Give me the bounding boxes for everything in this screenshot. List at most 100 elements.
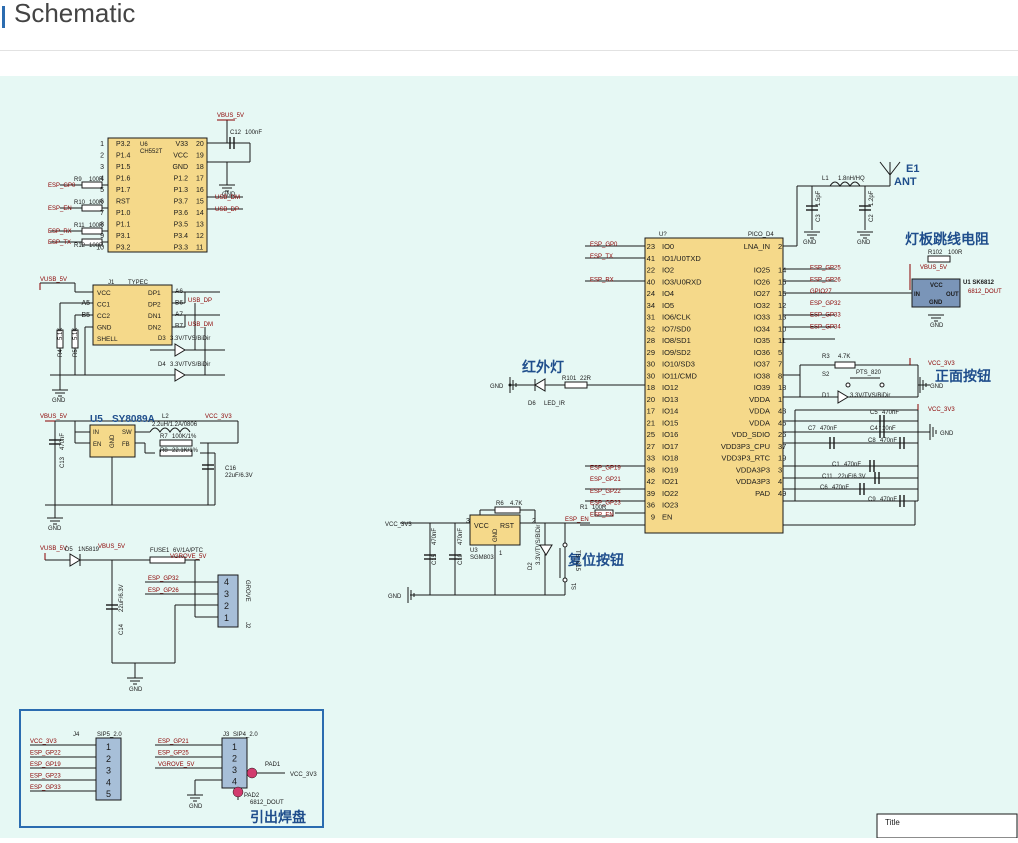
r9 — [81, 181, 103, 189]
r10-val: 100R — [89, 200, 104, 206]
u7-pin-num: 23 — [647, 242, 655, 251]
u1-vcc: VCC — [930, 283, 943, 289]
r3-ref: R3 — [822, 354, 830, 360]
schematic-drawing: VBUS_5VU6CH552T1P3.22P1.43P1.54P1.65P1.7… — [19, 113, 1018, 839]
net-vusb-5v: VUSB_5V — [40, 277, 67, 283]
title-block-label: Title — [885, 818, 900, 827]
u7-pin-num: 46 — [778, 418, 786, 427]
page-header: Schematic — [0, 0, 1018, 51]
r1 — [594, 509, 614, 517]
j3-pin: 2 — [232, 754, 237, 764]
j2-pin: 1 — [224, 613, 229, 623]
r102-val: 100R — [948, 250, 963, 256]
pads-circles — [232, 383, 512, 798]
j4-ref: J4 — [73, 732, 80, 738]
u6-pin-name: P1.5 — [116, 164, 131, 171]
u7-pin-name: IO16 — [662, 430, 678, 439]
u7-pin-name: IO12 — [662, 383, 678, 392]
u7-pin-name: VDDA — [749, 395, 770, 404]
j4-part: SIP5_2.0 — [97, 732, 122, 738]
u7-pin-num: 43 — [778, 407, 786, 416]
u3-pin2: 2 — [532, 518, 536, 525]
cap-val: 470nF — [820, 426, 837, 432]
u6-pin-num: 8 — [100, 222, 104, 229]
d5-val: 1N5819 — [78, 547, 100, 553]
r9-val: 100R — [89, 177, 104, 183]
s1-ref: S1 — [572, 582, 578, 590]
u7-pin-num: 13 — [778, 313, 786, 322]
net-usb-dm: USB_DM — [188, 322, 213, 328]
u7-pin-num: 32 — [647, 324, 655, 333]
fuse1-val: 6V/1A/PTC — [173, 548, 204, 554]
j1-inner-left: GND — [97, 325, 112, 332]
ground-symbol — [804, 231, 820, 239]
ground-symbol — [407, 587, 415, 603]
net-esp-gp26: ESP_GP26 — [148, 588, 179, 594]
r102 — [927, 255, 951, 263]
r101-ref: R101 — [562, 376, 577, 382]
c2-val: 1.2pF — [869, 190, 875, 206]
u7-pin-name: IO3/U0RXD — [662, 277, 702, 286]
cap-val: 470nF — [880, 438, 897, 444]
net-usb-dp: USB_DP — [215, 207, 239, 213]
net-vcc-3v3: VCC_3V3 — [290, 772, 317, 778]
j1-pin-right: A6 — [175, 288, 183, 295]
u7-pin-name: IO34 — [754, 324, 770, 333]
j1-pin-right: B7 — [175, 323, 183, 330]
grove-label: GROVE — [244, 580, 250, 602]
pad1-label: PAD1 — [265, 762, 281, 768]
gnd-label: GND — [48, 526, 62, 532]
u7-pin-num: 9 — [651, 512, 655, 521]
u6-pin-num: 19 — [196, 153, 204, 160]
u6-pin-name: P1.1 — [116, 222, 131, 229]
r10-ref: R10 — [74, 200, 86, 206]
l2-coil — [149, 427, 191, 433]
u7-pin-num: 17 — [647, 407, 655, 416]
u7-pin-name: IO38 — [754, 371, 770, 380]
u1-body — [911, 278, 961, 308]
u7-pin-num: 10 — [778, 324, 786, 333]
c2-ref: C2 — [869, 214, 875, 222]
gnd-label: GND — [222, 192, 236, 198]
j2-body — [217, 574, 239, 628]
d2-val: 3.3V/TVS/BiDir — [536, 525, 542, 565]
net-pico-d4: PICO_D4 — [748, 232, 774, 238]
u7-pin-name: IO8/SD1 — [662, 336, 691, 345]
ground-symbol — [219, 184, 235, 192]
static-wiring — [30, 120, 930, 800]
j4-net: ESP_GP33 — [30, 785, 61, 791]
j1-pin-b5: B5 — [81, 312, 90, 319]
r4-val: 5.1K — [58, 328, 64, 340]
net-esp-tx: ESP_TX — [48, 240, 71, 246]
u6-pin-num: 11 — [196, 245, 203, 252]
cap-val: 22uF/6.3V — [838, 474, 866, 480]
ground-symbol — [919, 377, 927, 393]
j3-pin: 1 — [232, 742, 237, 752]
u1-gnd: GND — [929, 300, 943, 306]
u6-pin-num: 13 — [196, 222, 204, 229]
r9-ref: R9 — [74, 177, 82, 183]
u3-ref: U3 — [470, 548, 478, 554]
u6-pin-num: 6 — [100, 199, 104, 206]
u6-pin-name: P1.7 — [116, 187, 131, 194]
u7-pin-num: 36 — [647, 501, 655, 510]
u5-ref: U5 — [90, 414, 103, 425]
u6-pin-name: P3.3 — [174, 245, 189, 252]
u6-pin-name: P1.3 — [174, 187, 189, 194]
c16-val: 22uF/6.3V — [225, 473, 253, 479]
u7-pin-num: 12 — [778, 301, 786, 310]
j3-net: ESP_GP25 — [158, 751, 189, 757]
fuse1-ref: FUSE1 — [150, 548, 170, 554]
cap-ref: C11 — [822, 474, 833, 480]
u7-pin-name: IO39 — [754, 383, 770, 392]
u7-net-right: GPIO27 — [810, 289, 832, 295]
u7-net-left: ESP_GP0 — [590, 242, 618, 248]
u7-pin-name: VDD3P3_RTC — [721, 454, 770, 463]
net-vcc-3v3: VCC_3V3 — [385, 522, 412, 528]
u7-pin-num: 49 — [778, 489, 786, 498]
j1-pin-right: A7 — [175, 311, 183, 318]
u6-pin-name: VCC — [173, 153, 188, 160]
u7-pin-num: 20 — [647, 395, 655, 404]
led-strip-heading: 灯板跳线电阻 — [905, 231, 989, 248]
